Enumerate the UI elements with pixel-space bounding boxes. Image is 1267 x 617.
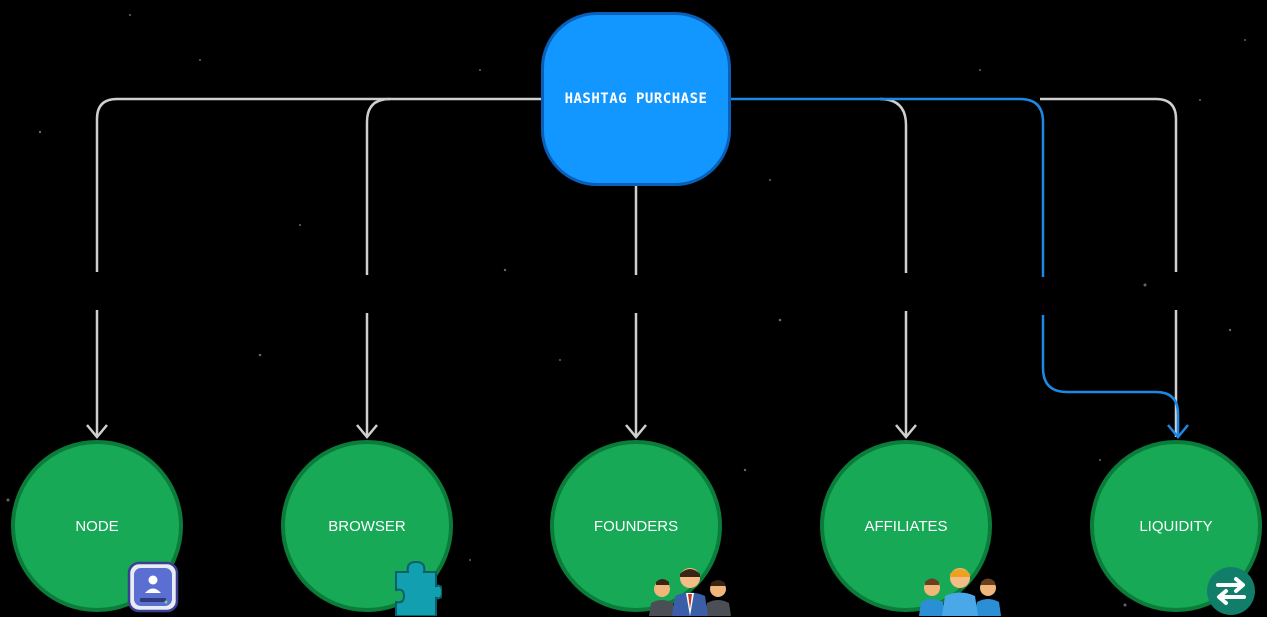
star-field — [6, 14, 1246, 607]
node-circle: NODE — [11, 440, 183, 612]
user-group-icon — [919, 568, 1001, 616]
arrowhead-liquidity — [1167, 424, 1189, 439]
arrowhead-browser — [356, 424, 378, 439]
connector-browser-upper — [365, 97, 391, 275]
node-label: NODE — [75, 517, 119, 535]
affiliates-label: AFFILIATES — [864, 517, 948, 535]
hashtag-purchase-node: HASHTAG PURCHASE — [541, 12, 731, 186]
business-people-icon — [649, 568, 731, 616]
connector-lines — [86, 97, 1178, 439]
founders-label: FOUNDERS — [593, 517, 679, 535]
liquidity-label: LIQUIDITY — [1139, 517, 1213, 535]
hard-drive-user-icon — [127, 561, 179, 613]
connector-node-upper — [95, 97, 541, 272]
exchange-arrows-icon — [1207, 567, 1255, 615]
connector-liquidity-upper — [1040, 97, 1178, 272]
arrowhead-founders — [625, 424, 647, 439]
highlight-connector — [731, 97, 1189, 439]
browser-label: BROWSER — [328, 517, 406, 535]
arrowhead-node — [86, 424, 108, 439]
puzzle-piece-icon — [395, 560, 442, 616]
hashtag-purchase-label: HASHTAG PURCHASE — [564, 91, 708, 107]
highlight-path-upper — [731, 97, 1045, 277]
connector-affiliates-upper — [879, 97, 908, 273]
highlight-path-lower — [1041, 315, 1180, 437]
arrowhead-affiliates — [895, 424, 917, 439]
